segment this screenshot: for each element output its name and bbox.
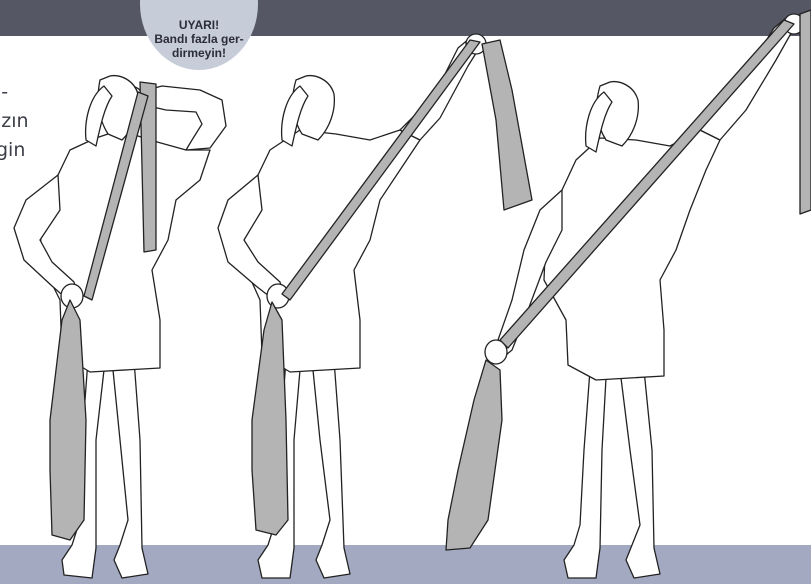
warning-badge: UYARI! Bandı fazla ger- dirmeyin! bbox=[140, 0, 258, 70]
figure-step-1 bbox=[14, 76, 226, 578]
warning-title: UYARI! bbox=[140, 18, 258, 32]
warning-line-2: Bandı fazla ger- bbox=[140, 32, 258, 46]
warning-line-3: dirmeyin! bbox=[140, 46, 258, 60]
